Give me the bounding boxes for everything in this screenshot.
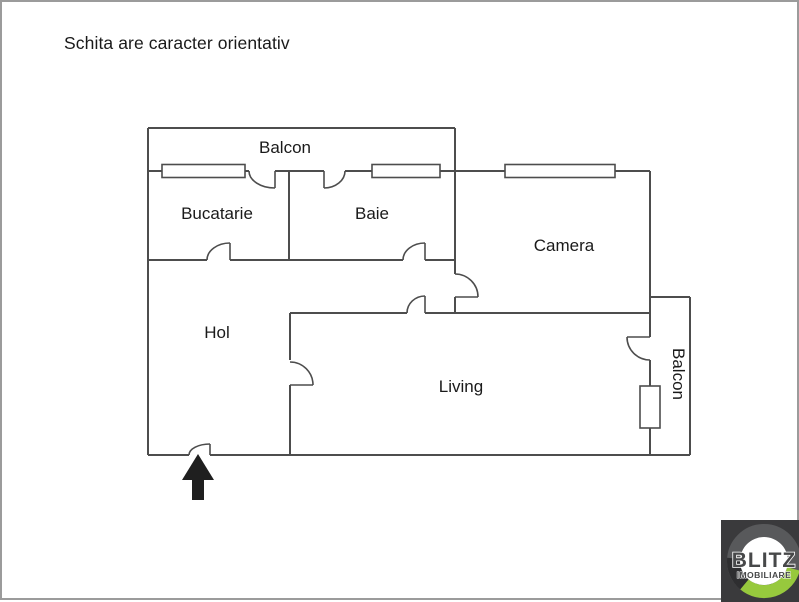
room-labels: Balcon Bucatarie Baie Camera Hol Living … [181,138,688,400]
walls [147,127,691,456]
entrance-arrow-icon [182,454,214,500]
window [371,163,441,179]
logo-ring-dark-arc [727,557,749,590]
door-arc [323,170,346,189]
window [504,163,616,179]
door-arc [626,336,651,361]
door-arc [402,242,426,261]
door-arc [454,273,479,298]
logo-brand-text: BLITZ [732,549,796,572]
brand-logo: BLITZ IMOBILIARE [721,520,799,602]
room-label-living: Living [439,377,483,396]
door-arc [406,295,426,314]
window [161,163,246,179]
room-label-balcon-top: Balcon [259,138,311,157]
room-label-hol: Hol [204,323,230,342]
room-label-camera: Camera [534,236,595,255]
door-arc [188,443,211,456]
disclaimer-text: Schita are caracter orientativ [64,33,290,53]
logo-ring-green-arc [740,566,799,599]
logo-tagline-text: IMOBILIARE [737,570,792,580]
room-label-balcon-right: Balcon [669,348,688,400]
doors [188,170,651,456]
room-label-bucatarie: Bucatarie [181,204,253,223]
logo-inner-circle [740,537,788,585]
window [639,385,661,429]
door-arc [289,361,314,386]
windows [161,163,661,429]
door-arc [206,242,231,261]
room-label-baie: Baie [355,204,389,223]
door-arc [248,170,276,189]
